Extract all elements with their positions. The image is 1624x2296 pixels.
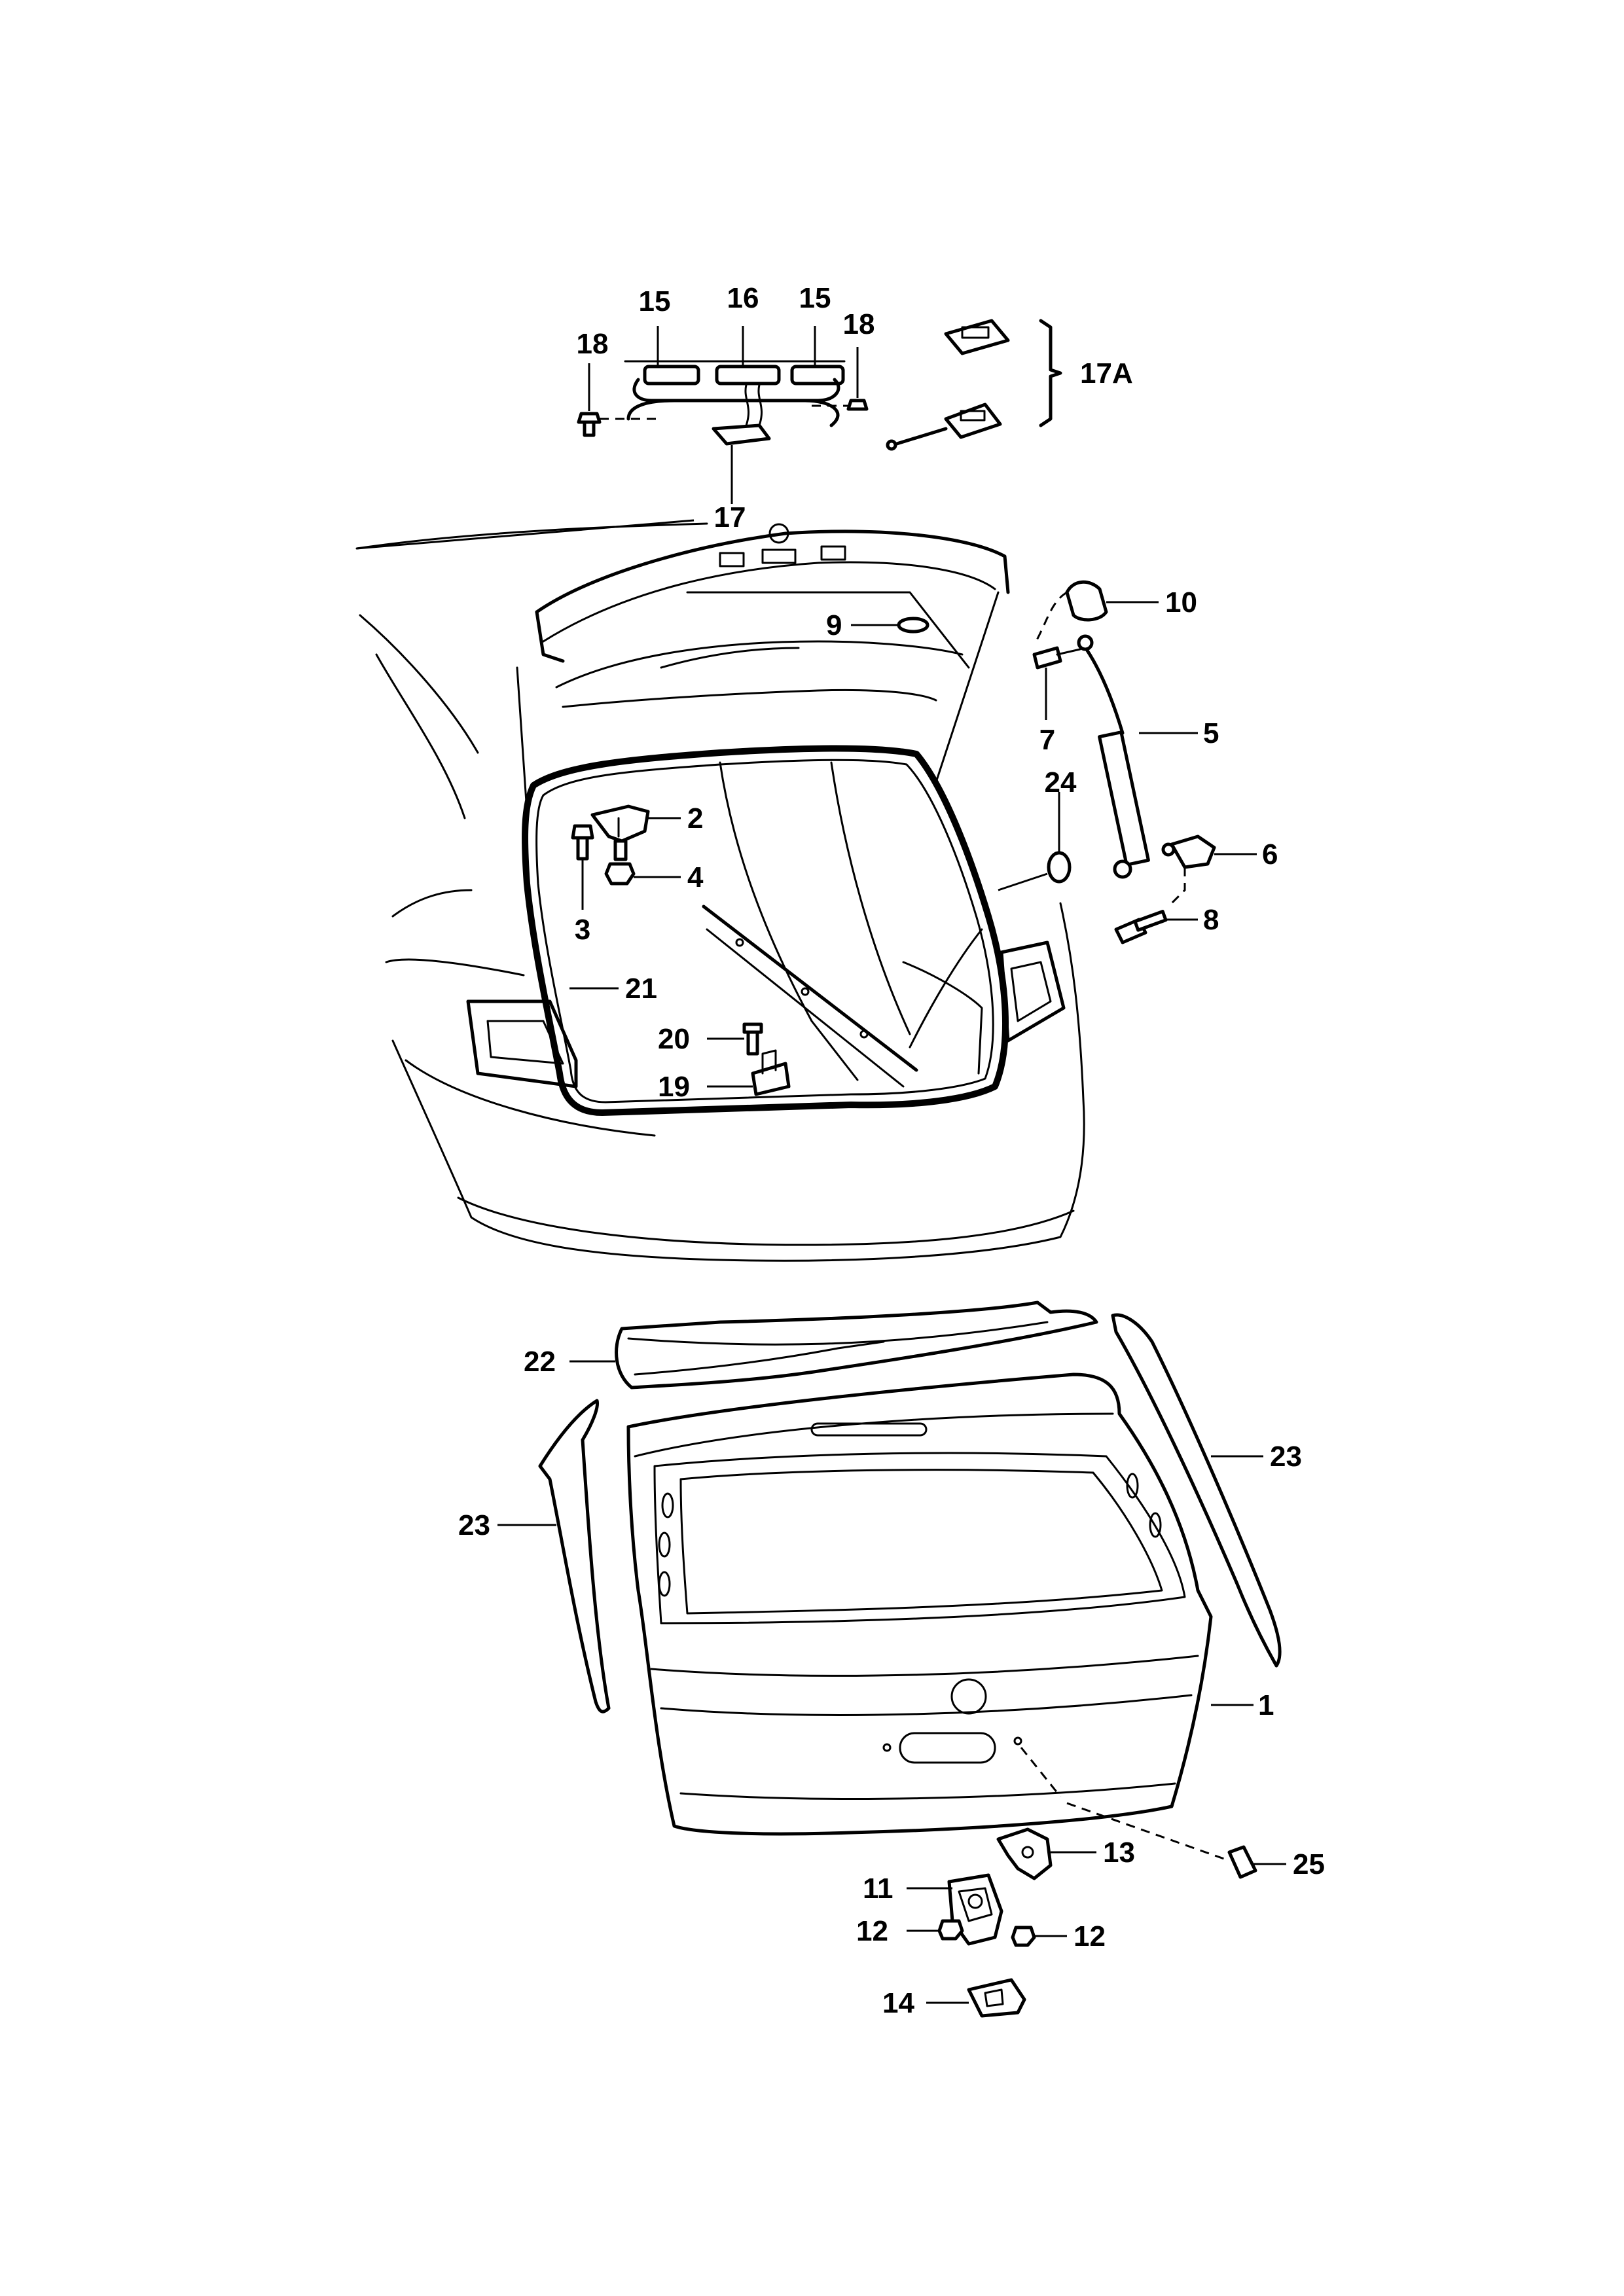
nut-4 [604,862,681,886]
callout-21: 21 [625,973,657,1005]
bolt-3 [571,824,594,910]
callout-14: 14 [882,1987,914,2019]
switch-17A-assembly [886,319,1062,451]
callout-12a: 12 [856,1915,888,1947]
callout-10: 10 [1165,586,1197,619]
callout-24: 24 [1045,766,1077,798]
callout-25: 25 [1293,1848,1325,1880]
gas-strut-5 [1077,634,1198,879]
spoiler-22 [569,1300,1098,1390]
callout-22: 22 [524,1346,556,1378]
plug-24 [998,792,1072,891]
callout-6: 6 [1262,838,1278,870]
leader-17 [356,519,695,550]
screw-20 [707,1022,763,1056]
vehicle-body [355,522,1085,1262]
callout-4: 4 [687,861,704,893]
callout-17: 17 [714,501,746,533]
callout-15b: 15 [799,282,831,314]
callout-12b: 12 [1074,1920,1106,1952]
leader-25-dash [1020,1747,1062,1797]
grommet-9 [851,617,929,634]
leader-25-dash-2 [1066,1802,1225,1860]
trim-23-left [497,1399,611,1713]
nut-12-right [1011,1926,1067,1947]
striker-19 [707,1049,791,1096]
striker-14 [926,1978,1026,2018]
callout-16: 16 [727,282,759,314]
callout-18b: 18 [843,308,875,340]
callout-23b: 23 [1270,1441,1302,1473]
callout-13: 13 [1103,1837,1135,1869]
hinge-bracket-2 [590,804,681,861]
callout-19: 19 [658,1071,690,1103]
callout-11: 11 [863,1873,893,1905]
callout-8: 8 [1203,904,1219,936]
callout-18a: 18 [577,328,609,360]
callout-17A: 17A [1080,357,1133,389]
brake-light-assembly [624,360,846,504]
callout-3: 3 [575,914,590,946]
bracket-6 [1161,834,1257,905]
callout-23a: 23 [458,1509,490,1541]
nut-12-left [907,1919,964,1941]
ball-stud-7 [1032,646,1081,720]
callout-20: 20 [658,1023,690,1055]
callout-9: 9 [826,609,842,641]
screw-18-left [577,412,661,437]
tailgate-1 [626,1372,1254,1836]
callout-1: 1 [1258,1689,1274,1721]
trim-23-right [1111,1313,1282,1668]
callout-2: 2 [687,802,703,834]
screw-18-right [812,399,869,411]
callout-15a: 15 [639,285,671,317]
weatherstrip-seal-21 [522,745,1009,1116]
callout-7: 7 [1039,724,1055,756]
bolt-25 [1227,1845,1286,1879]
bolt-8 [1114,910,1198,944]
bracket-13 [996,1827,1096,1880]
cap-10 [1033,580,1159,645]
callout-5: 5 [1203,717,1219,749]
